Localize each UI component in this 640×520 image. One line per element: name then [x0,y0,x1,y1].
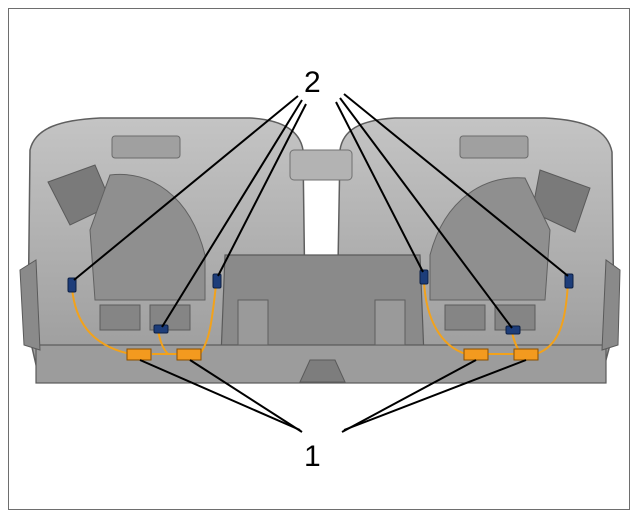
left-lower-bracket [99,304,141,331]
leader-2-right-center [339,97,513,329]
leader-1-left-a [139,359,301,431]
center-bottom-notch [299,359,346,383]
connector-left-b [176,348,202,361]
sensor-left-outer [67,277,77,293]
right-inner-recess [429,177,551,301]
leader-2-right-outer [343,93,569,277]
callout-label-connector: 1 [304,440,321,473]
leader-lines [73,93,569,433]
sensor-left-center [153,324,169,334]
connector-left-a [126,348,152,361]
left-side-bolster [19,259,41,351]
sensors [67,269,574,335]
callout-label-sensor: 2 [304,66,321,99]
center-bracket-right [374,299,406,346]
wiring-harness [71,281,569,355]
leader-2-left-inner [217,103,307,277]
connector-right-a [463,348,489,361]
left-harness-wire [71,284,217,355]
leader-1-right-a [341,359,477,433]
right-headrest-guide [459,135,529,159]
center-top-panel [289,149,353,181]
leader-1-right-b [343,359,527,431]
left-lower-bracket-2 [149,304,191,331]
sensor-right-center [505,325,521,335]
sensor-right-outer [564,273,574,289]
left-inner-recess [89,173,206,301]
center-bracket-left [237,299,269,346]
left-headrest-guide [111,135,181,159]
right-side-bolster [601,259,621,351]
right-lower-bracket [444,304,486,331]
sensor-left-inner [212,273,222,289]
connector-right-b [513,348,539,361]
leader-1-left-b [189,359,303,433]
leader-2-left-outer [73,95,299,281]
leader-2-left-center [161,99,303,328]
sensor-right-inner [419,269,429,285]
leader-2-right-inner [335,101,424,273]
